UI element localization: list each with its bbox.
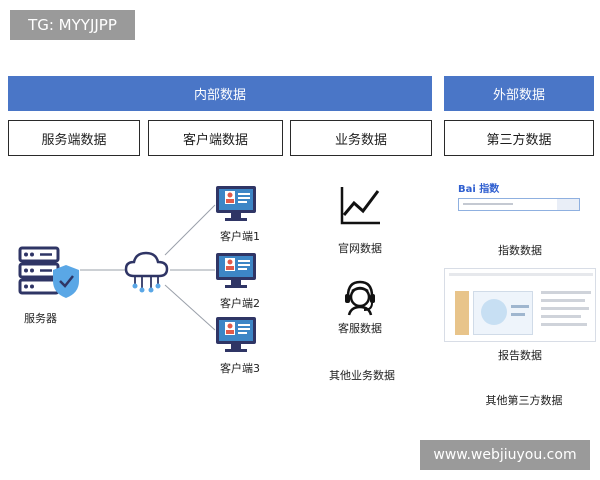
cloud-client1-line	[164, 204, 216, 256]
client-data-box: 客户端数据	[148, 120, 283, 156]
website-data-label: 官网数据	[338, 242, 382, 255]
customer-service-data-label: 客服数据	[338, 322, 382, 335]
baidu-logo: Bai 指数	[458, 184, 500, 195]
client-2-label: 客户端2	[220, 297, 260, 310]
server-label: 服务器	[24, 312, 57, 325]
cloud-client3-line	[164, 284, 216, 331]
baidu-index-thumbnail: Bai 指数	[450, 178, 580, 218]
monitor-icon	[216, 253, 256, 288]
headset-icon	[345, 280, 375, 316]
other-business-data-label: 其他业务数据	[329, 369, 395, 382]
internal-data-header: 内部数据	[8, 76, 432, 111]
search-box	[458, 198, 580, 211]
trend-chart-icon	[340, 187, 380, 225]
server-data-box: 服务端数据	[8, 120, 140, 156]
watermark-bottom: www.webjiuyou.com	[420, 440, 590, 470]
other-third-party-data-label: 其他第三方数据	[485, 394, 563, 407]
monitor-icon	[216, 317, 256, 352]
cloud-icon	[124, 251, 169, 293]
shield-icon	[53, 265, 79, 298]
report-data-label: 报告数据	[498, 349, 542, 362]
third-party-data-box: 第三方数据	[444, 120, 594, 156]
client-1-label: 客户端1	[220, 230, 260, 243]
client-3-label: 客户端3	[220, 362, 260, 375]
external-data-header: 外部数据	[444, 76, 594, 111]
report-thumbnail	[444, 268, 596, 342]
server-icon	[18, 246, 79, 298]
business-data-box: 业务数据	[290, 120, 432, 156]
index-data-label: 指数数据	[498, 244, 542, 257]
watermark-top: TG: MYYJJPP	[10, 10, 135, 40]
monitor-icon	[216, 186, 256, 221]
